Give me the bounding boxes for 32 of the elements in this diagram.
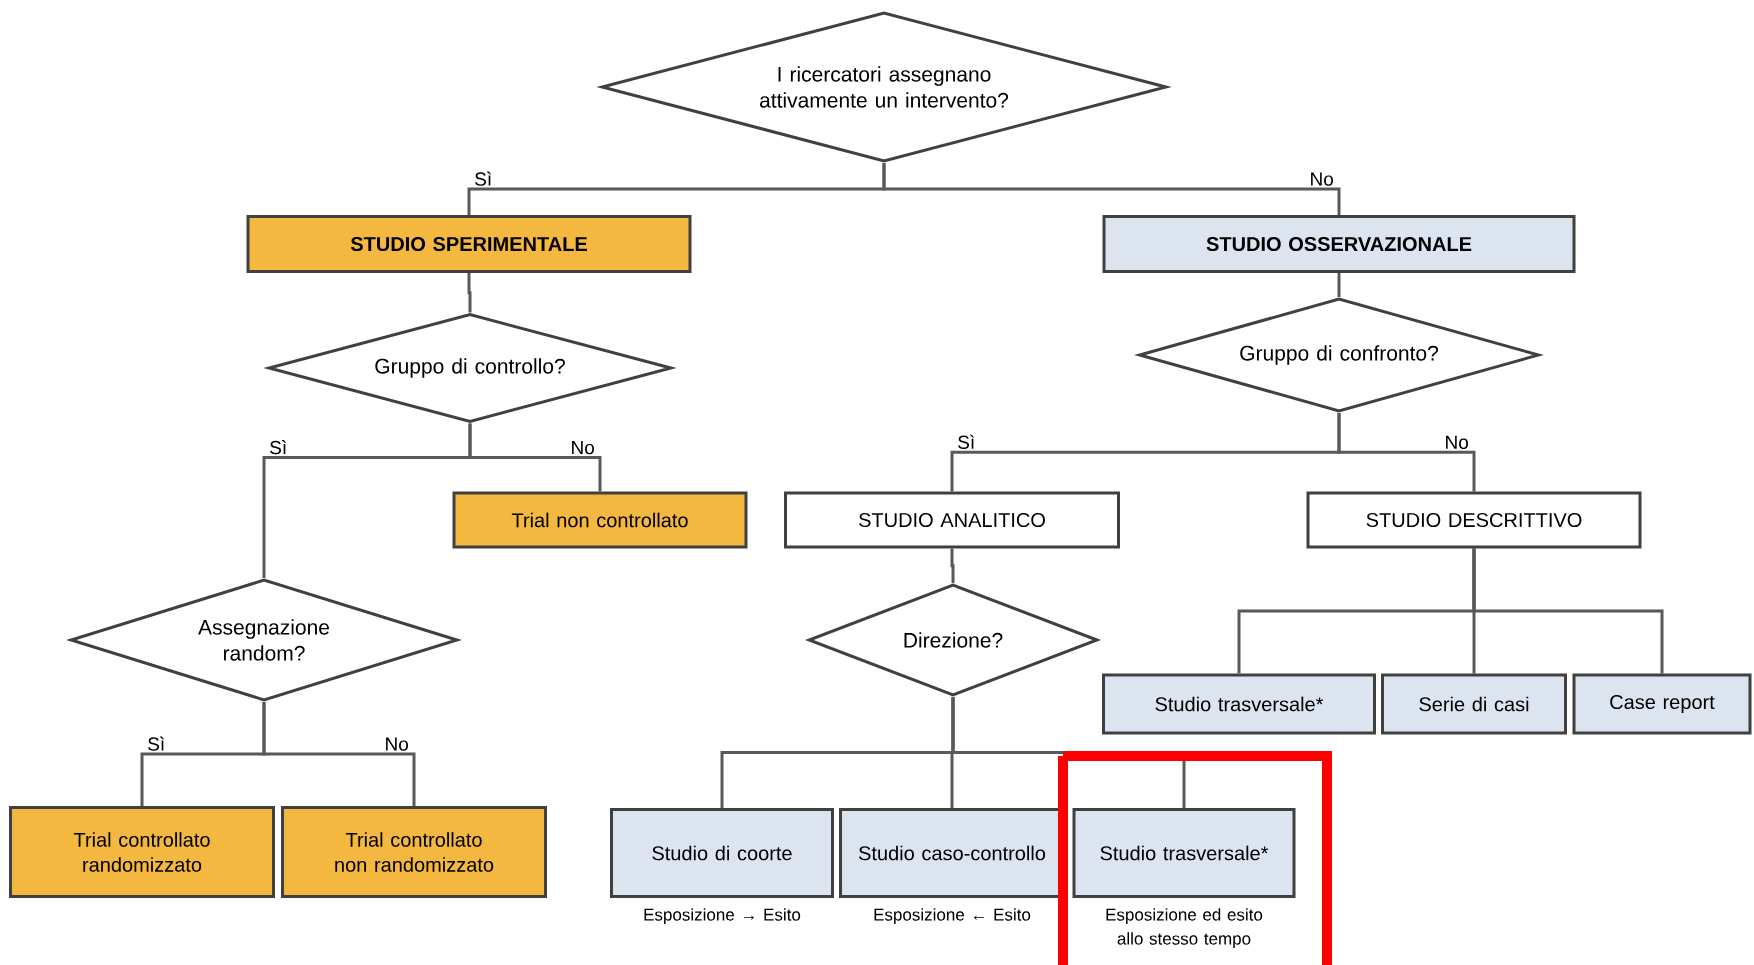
connector — [1472, 548, 1664, 674]
node-caption: Esposizione → Esito — [644, 908, 801, 925]
edge-label: No — [383, 736, 410, 752]
study-box: Studio trasversale* — [1072, 808, 1296, 898]
edge-label: Sì — [268, 439, 289, 456]
edge-label: Sì — [473, 170, 494, 187]
edge-label: Sì — [146, 735, 167, 752]
study-box: Trial controllato randomizzato — [9, 806, 275, 898]
study-box: STUDIO OSSERVAZIONALE — [1102, 215, 1576, 273]
edge-label: Sì — [956, 433, 977, 450]
node-caption: Esposizione ed esito allo stesso tempo — [1106, 908, 1263, 949]
edge-label: No — [569, 440, 596, 456]
study-box: Trial controllato non randomizzato — [281, 806, 547, 898]
connector — [950, 548, 955, 583]
study-box: Studio trasversale* — [1102, 673, 1376, 735]
connector — [467, 273, 472, 313]
edge-label: No — [1308, 171, 1335, 187]
study-box: STUDIO DESCRITTIVO — [1306, 491, 1642, 549]
connector — [262, 702, 416, 806]
connector — [468, 423, 602, 492]
study-box: Trial non controllato — [452, 491, 748, 549]
study-box: Serie di casi — [1381, 673, 1567, 735]
study-box: Case report — [1572, 673, 1752, 735]
edge-label: No — [1443, 434, 1470, 450]
node-caption: Esposizione ← Esito — [874, 908, 1031, 925]
connector — [1337, 273, 1341, 297]
study-box: Studio di coorte — [610, 808, 834, 898]
study-box: Studio caso-controllo — [839, 808, 1065, 898]
study-box: STUDIO ANALITICO — [784, 491, 1120, 549]
connector — [882, 163, 1341, 215]
connector — [1337, 413, 1476, 492]
study-box: STUDIO SPERIMENTALE — [246, 215, 692, 273]
